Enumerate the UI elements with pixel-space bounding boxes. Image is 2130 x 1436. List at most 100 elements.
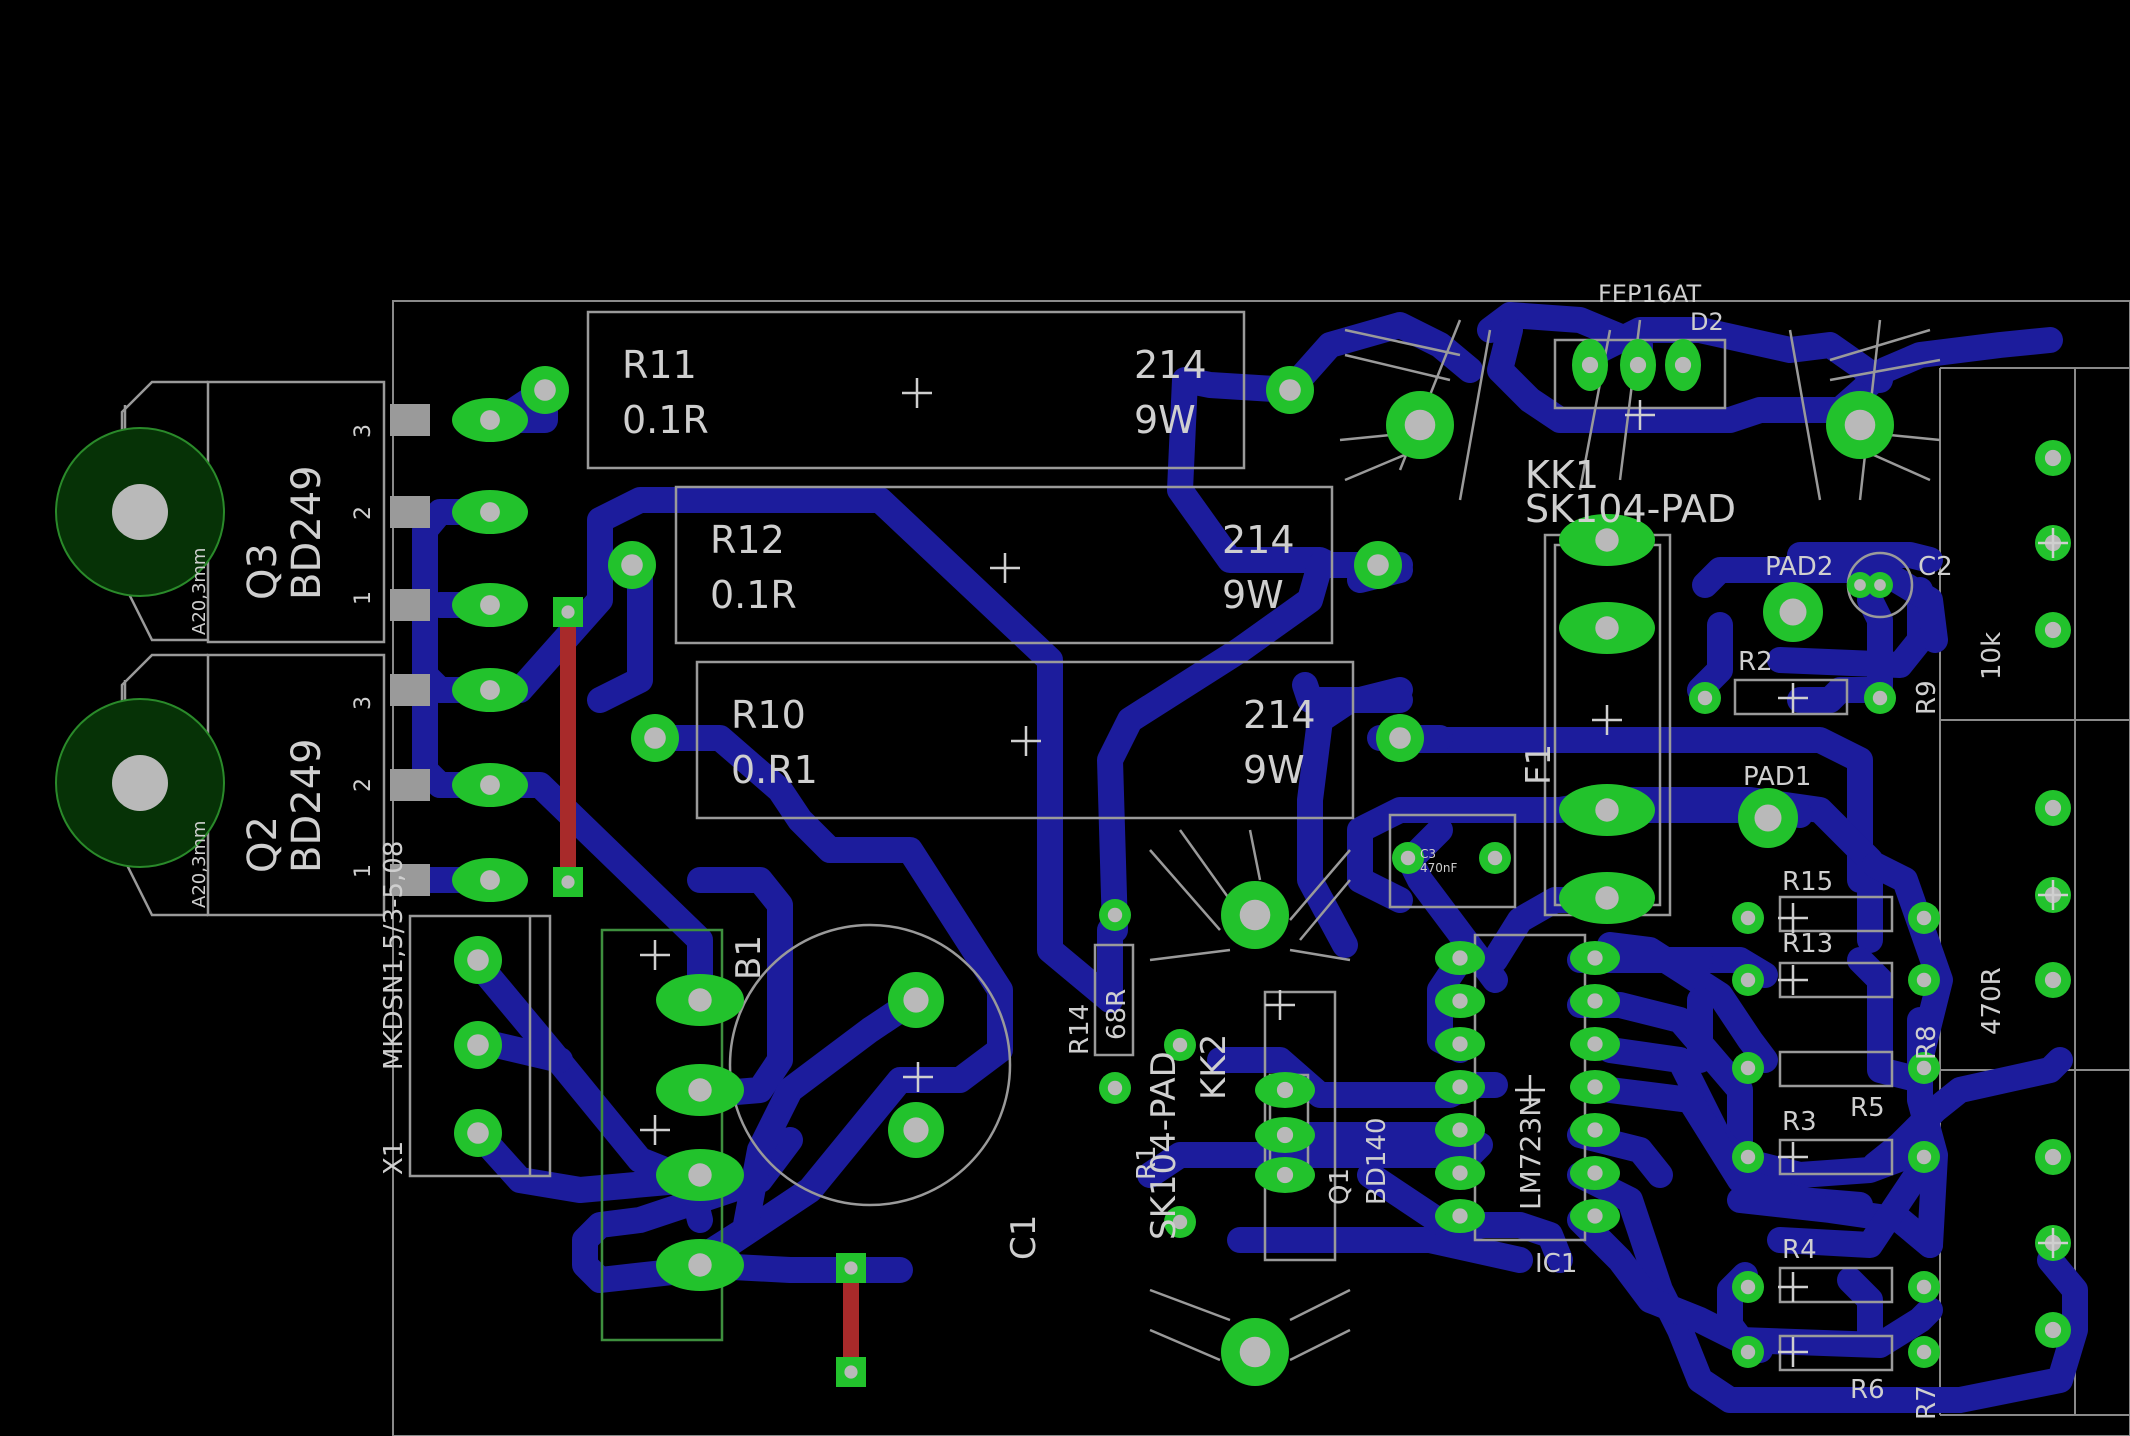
pad: [452, 490, 528, 534]
pad: [1867, 572, 1893, 598]
pad: [1099, 899, 1131, 931]
pad: [1570, 941, 1620, 975]
pad: [454, 1109, 502, 1157]
pad: [1164, 1029, 1196, 1061]
pad: [2035, 612, 2071, 648]
r12-name: R12: [710, 518, 785, 562]
pad: [1164, 1206, 1196, 1238]
pad: [1908, 1052, 1940, 1084]
pad: [452, 858, 528, 902]
pad: [1435, 1156, 1485, 1190]
pad: [836, 1253, 866, 1283]
pad: [452, 398, 528, 442]
r11-package: 214: [1134, 343, 1207, 387]
trace: [1727, 1187, 1943, 1258]
pad: [1908, 902, 1940, 934]
r6-name: R6: [1850, 1375, 1885, 1405]
trace: [1767, 1142, 1943, 1258]
kk1-name: KK1: [1525, 453, 1599, 497]
trace: [477, 487, 1123, 1013]
pad: [836, 1357, 866, 1387]
pad: [656, 1149, 744, 1201]
pad: [553, 597, 583, 627]
pad: [553, 867, 583, 897]
pad: [521, 366, 569, 414]
c2-name: C2: [1918, 552, 1953, 582]
lead: [390, 769, 430, 801]
d2-value: FEP16AT: [1598, 280, 1702, 308]
pad: [1826, 391, 1894, 459]
pad: [1732, 1336, 1764, 1368]
trace: [1692, 557, 1948, 653]
trace: [1277, 312, 1483, 403]
b1-outline: [600, 928, 724, 1342]
pad: [1570, 984, 1620, 1018]
pad: [454, 1021, 502, 1069]
q2-value: BD249: [284, 738, 330, 873]
pad: [1570, 1070, 1620, 1104]
r3-name: R3: [1782, 1107, 1817, 1137]
lead: [390, 674, 430, 706]
r10-value: 0.R1: [731, 748, 818, 792]
trace: [677, 987, 928, 1278]
pad: [1559, 784, 1655, 836]
r14-name: R14: [1065, 1004, 1095, 1055]
pad: [1738, 788, 1798, 848]
pad: [1572, 339, 1608, 391]
ic1-name: IC1: [1535, 1249, 1577, 1279]
pad: [2035, 1139, 2071, 1175]
trace: [1137, 1132, 1493, 1188]
trace: [462, 1117, 703, 1203]
q3-pin-3: 3: [351, 424, 376, 438]
q2-pin-2: 2: [351, 778, 376, 792]
jumpers: [560, 604, 859, 1380]
r15-name: R15: [1782, 867, 1833, 897]
pad: [1255, 1072, 1315, 1108]
trace: [1487, 317, 2063, 433]
r4-name: R4: [1782, 1235, 1817, 1265]
pad: [1908, 1336, 1940, 1368]
pad: [454, 936, 502, 984]
r10-rating: 9W: [1243, 748, 1305, 792]
trace: [1587, 317, 1893, 393]
origin-markers: [640, 378, 2068, 1367]
q1-name: Q1: [1325, 1168, 1355, 1205]
trace: [1837, 1267, 1883, 1353]
r11-value: 0.1R: [622, 398, 709, 442]
lead: [390, 496, 430, 528]
trace: [687, 867, 793, 1108]
pad: [1559, 514, 1655, 566]
r8-name: R8: [1912, 1025, 1942, 1060]
pad: [1763, 582, 1823, 642]
q3-hole: A20,3mm: [189, 548, 210, 635]
r7-name: R7: [1912, 1385, 1942, 1420]
trace: [1567, 1162, 2088, 1413]
r12-package: 214: [1222, 518, 1295, 562]
r8-value: 470R: [1977, 967, 2007, 1035]
c3-value: 470nF: [1420, 861, 1458, 875]
r1-name: R1: [1132, 1145, 1162, 1180]
pad: [1435, 1113, 1485, 1147]
q2-pin-1: 1: [351, 864, 376, 878]
lead: [390, 589, 430, 621]
x1-package: MKDSN1,5/3-5,08: [379, 841, 409, 1070]
kk2-heatsink: [1149, 829, 1351, 1362]
d2-name: D2: [1690, 308, 1724, 336]
pad: [1732, 1052, 1764, 1084]
pad: [452, 583, 528, 627]
pad: [1732, 1271, 1764, 1303]
pad: [1732, 902, 1764, 934]
pad: [1689, 682, 1721, 714]
q2-name: Q2: [240, 816, 286, 873]
pad: [2035, 790, 2071, 826]
x1-name: X1: [379, 1141, 409, 1175]
pad: [1732, 964, 1764, 996]
trace: [1097, 552, 1413, 943]
pad: [1570, 1156, 1620, 1190]
trace: [1787, 542, 1943, 573]
q2-pin-3: 3: [351, 696, 376, 710]
trace: [1862, 1047, 2073, 1178]
pad: [1570, 1199, 1620, 1233]
pad: [631, 714, 679, 762]
copper-traces: [412, 302, 2088, 1413]
